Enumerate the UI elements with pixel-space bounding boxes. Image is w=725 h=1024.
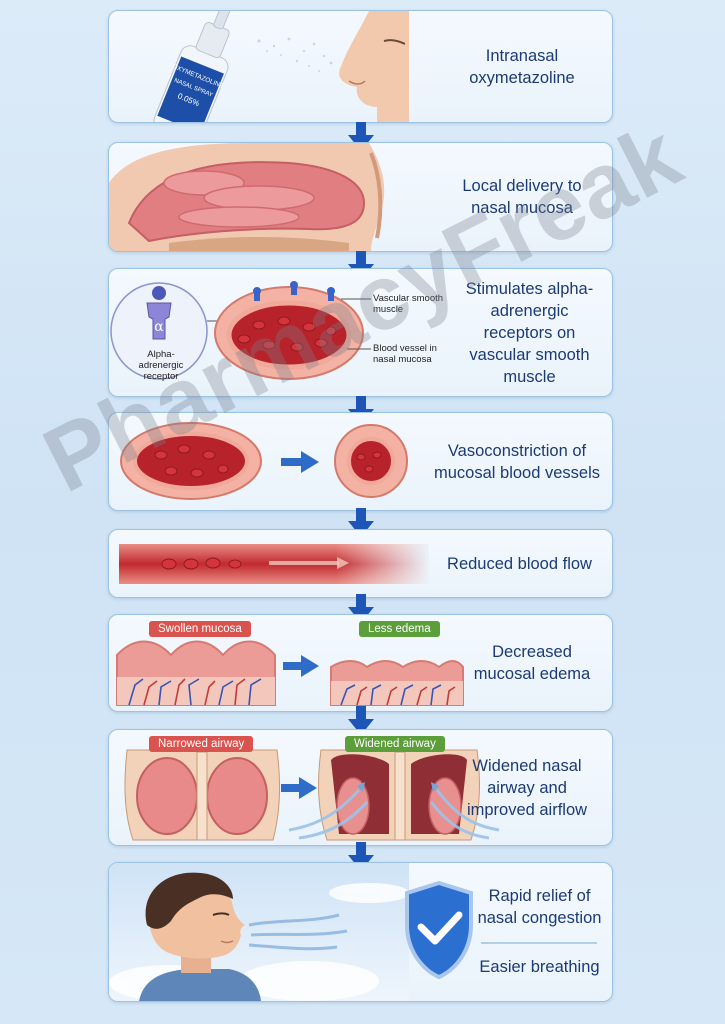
receptor-caption: Alpha-adrenergic receptor bbox=[138, 349, 184, 382]
step-label-6: Decreased mucosal edema bbox=[473, 643, 591, 683]
nasal-cavity-illustration bbox=[109, 143, 385, 251]
step-card-6: Swollen mucosa Less edema Decreased muco… bbox=[108, 614, 613, 712]
less-edema-tag: Less edema bbox=[359, 621, 440, 637]
step-card-2: Local delivery to nasal mucosa bbox=[108, 142, 613, 252]
step-label-4: Vasoconstriction of mucosal blood vessel… bbox=[434, 441, 600, 482]
step-card-1: OXYMETAZOLINE NASAL SPRAY 0.05% Intranas… bbox=[108, 10, 613, 123]
swollen-mucosa-tag: Swollen mucosa bbox=[149, 621, 251, 637]
step-sublabel-8: Easier breathing bbox=[479, 958, 600, 976]
mucosal-edema-illustration bbox=[116, 640, 464, 706]
step-label-8: Rapid relief of nasal congestion bbox=[477, 887, 602, 927]
step-label-5: Reduced blood flow bbox=[447, 554, 592, 573]
smooth-muscle-label: Vascular smooth muscle bbox=[373, 293, 444, 315]
alpha-symbol: α bbox=[154, 319, 164, 335]
spray-illustration: OXYMETAZOLINE NASAL SPRAY 0.05% bbox=[153, 11, 409, 122]
blood-flow-illustration bbox=[119, 544, 429, 584]
widened-airway-tag: Widened airway bbox=[345, 736, 445, 752]
step-card-4: Vasoconstriction of mucosal blood vessel… bbox=[108, 412, 613, 511]
arrow-down-icon bbox=[348, 706, 374, 735]
step-card-5: Reduced blood flow bbox=[108, 529, 613, 598]
relief-illustration bbox=[109, 863, 597, 1001]
narrowed-airway-tag: Narrowed airway bbox=[149, 736, 254, 752]
step-card-8: Rapid relief of nasal congestion Easier … bbox=[108, 862, 613, 1002]
step-label-2: Local delivery to nasal mucosa bbox=[462, 177, 582, 217]
vessel-label: Blood vessel in nasal mucosa bbox=[373, 343, 437, 365]
step-label-1: Intranasal oxymetazoline bbox=[469, 46, 575, 87]
receptor-illustration: α bbox=[110, 281, 371, 380]
step-card-7: Narrowed airway Widened airway Widened n… bbox=[108, 729, 613, 846]
airway-illustration bbox=[124, 749, 500, 841]
step-card-3: α Alpha-adrenergic receptor Vascular smo… bbox=[108, 268, 613, 397]
step-label-3: Stimulates alpha-adrenergic receptors on… bbox=[465, 279, 594, 386]
step-label-7: Widened nasal airway and improved airflo… bbox=[466, 756, 588, 819]
vasoconstriction-illustration bbox=[120, 422, 408, 500]
